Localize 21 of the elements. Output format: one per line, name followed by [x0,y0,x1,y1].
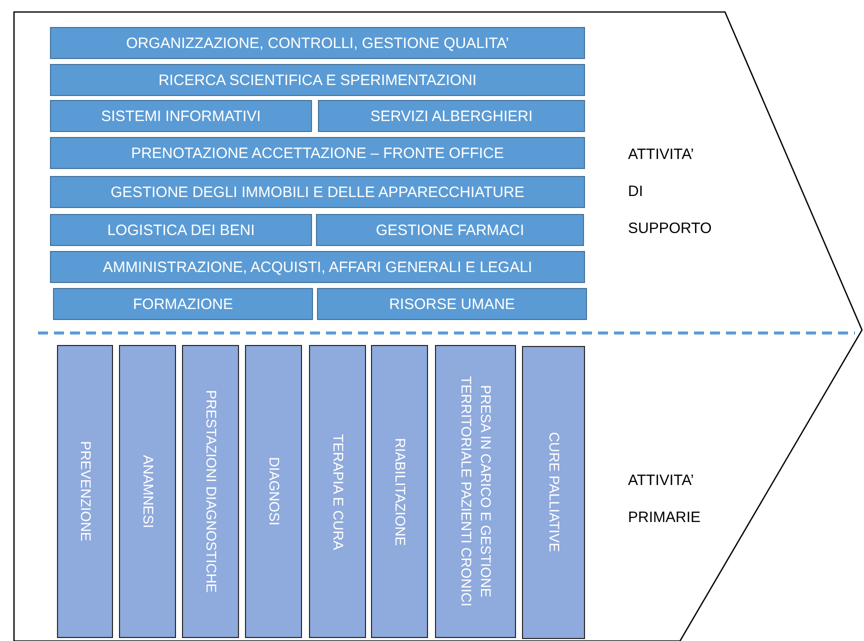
support-activity-box: GESTIONE FARMACI [316,214,584,246]
support-activity-box: PRENOTAZIONE ACCETTAZIONE – FRONTE OFFICE [50,137,585,169]
support-activity-box: RICERCA SCIENTIFICA E SPERIMENTAZIONI [50,64,585,96]
support-activity-box: RISORSE UMANE [317,288,587,320]
support-activity-box: ORGANIZZAZIONE, CONTROLLI, GESTIONE QUALITA’ [50,27,585,59]
support-activity-box: AMMINISTRAZIONE, ACQUISTI, AFFARI GENERALI E LEGALI [50,251,585,283]
primary-activity-bar: DIAGNOSI [245,345,302,638]
primary-activity-bar: PRESA IN CARICO E GESTIONE TERRITORIALE PAZIENTI CRONICI [435,345,516,638]
section-label: ATTIVITA’ DI SUPPORTO [628,145,712,239]
support-activity-box: LOGISTICA DEI BENI [50,214,312,246]
support-activity-box: SISTEMI INFORMATIVI [50,100,312,132]
section-label: ATTIVITA’ PRIMARIE [628,471,700,528]
primary-activity-bar: ANAMNESI [119,345,176,638]
support-activity-box: GESTIONE DEGLI IMMOBILI E DELLE APPARECCHIATURE [50,176,585,208]
primary-activity-bar: CURE PALLIATIVE [522,346,585,639]
primary-activity-bar: RIABILITAZIONE [371,345,428,638]
primary-activity-bar: PRESTAZIONI DIAGNOSTICHE [182,345,239,638]
support-activity-box: FORMAZIONE [53,288,313,320]
primary-activity-bar: PREVENZIONE [57,345,113,638]
support-activity-box: SERVIZI ALBERGHIERI [318,100,585,132]
primary-activity-bar: TERAPIA E CURA [309,345,366,638]
